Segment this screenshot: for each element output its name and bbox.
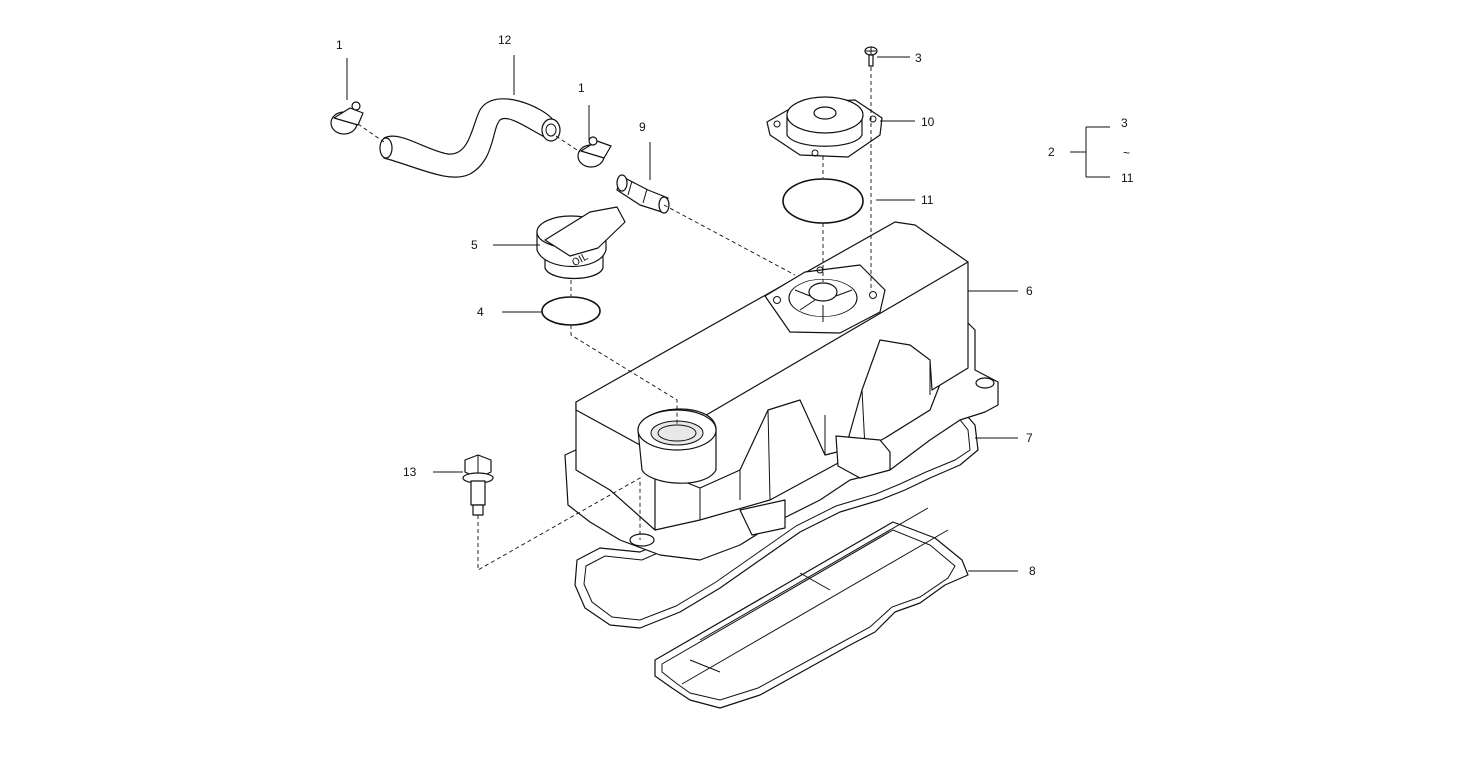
part-12-breather-hose	[379, 98, 561, 178]
set-group-from: 3	[1121, 116, 1128, 130]
callout-1-left: 1	[336, 38, 343, 52]
callout-5: 5	[471, 238, 478, 252]
callout-8: 8	[1029, 564, 1036, 578]
callout-4: 4	[477, 305, 484, 319]
assembly-lines	[357, 67, 872, 571]
callout-1-right: 1	[578, 81, 585, 95]
callout-labels: 1 12 1 9 3 10 11 5 4 6 7 8 13	[336, 33, 1036, 578]
callout-7: 7	[1026, 431, 1033, 445]
callout-6: 6	[1026, 284, 1033, 298]
part-1-hose-clamp-right	[577, 136, 612, 168]
part-3-screw	[864, 46, 878, 67]
part-11-o-ring	[782, 178, 864, 224]
part-9-breather-pipe	[616, 174, 670, 214]
callout-11: 11	[921, 193, 934, 207]
part-13-flange-bolt	[462, 454, 494, 516]
part-4-o-ring	[541, 296, 601, 326]
part-5-oil-cap: OIL	[536, 206, 626, 279]
callout-10: 10	[921, 115, 935, 129]
callout-12: 12	[498, 33, 512, 47]
part-10-breather-cover	[766, 96, 883, 158]
callout-3: 3	[915, 51, 922, 65]
set-group-to: 11	[1121, 171, 1134, 185]
set-group-parent: 2	[1048, 145, 1055, 159]
part-6-valve-cover	[564, 221, 999, 561]
callout-9: 9	[639, 120, 646, 134]
set-group-range-mark: ~	[1123, 146, 1130, 160]
leader-lines	[346, 55, 1110, 572]
part-1-hose-clamp-left	[330, 101, 364, 135]
callout-13: 13	[403, 465, 417, 479]
set-group-bracket: 2 3 ~ 11	[1048, 116, 1134, 185]
part-8-baffle-plate	[654, 507, 969, 709]
